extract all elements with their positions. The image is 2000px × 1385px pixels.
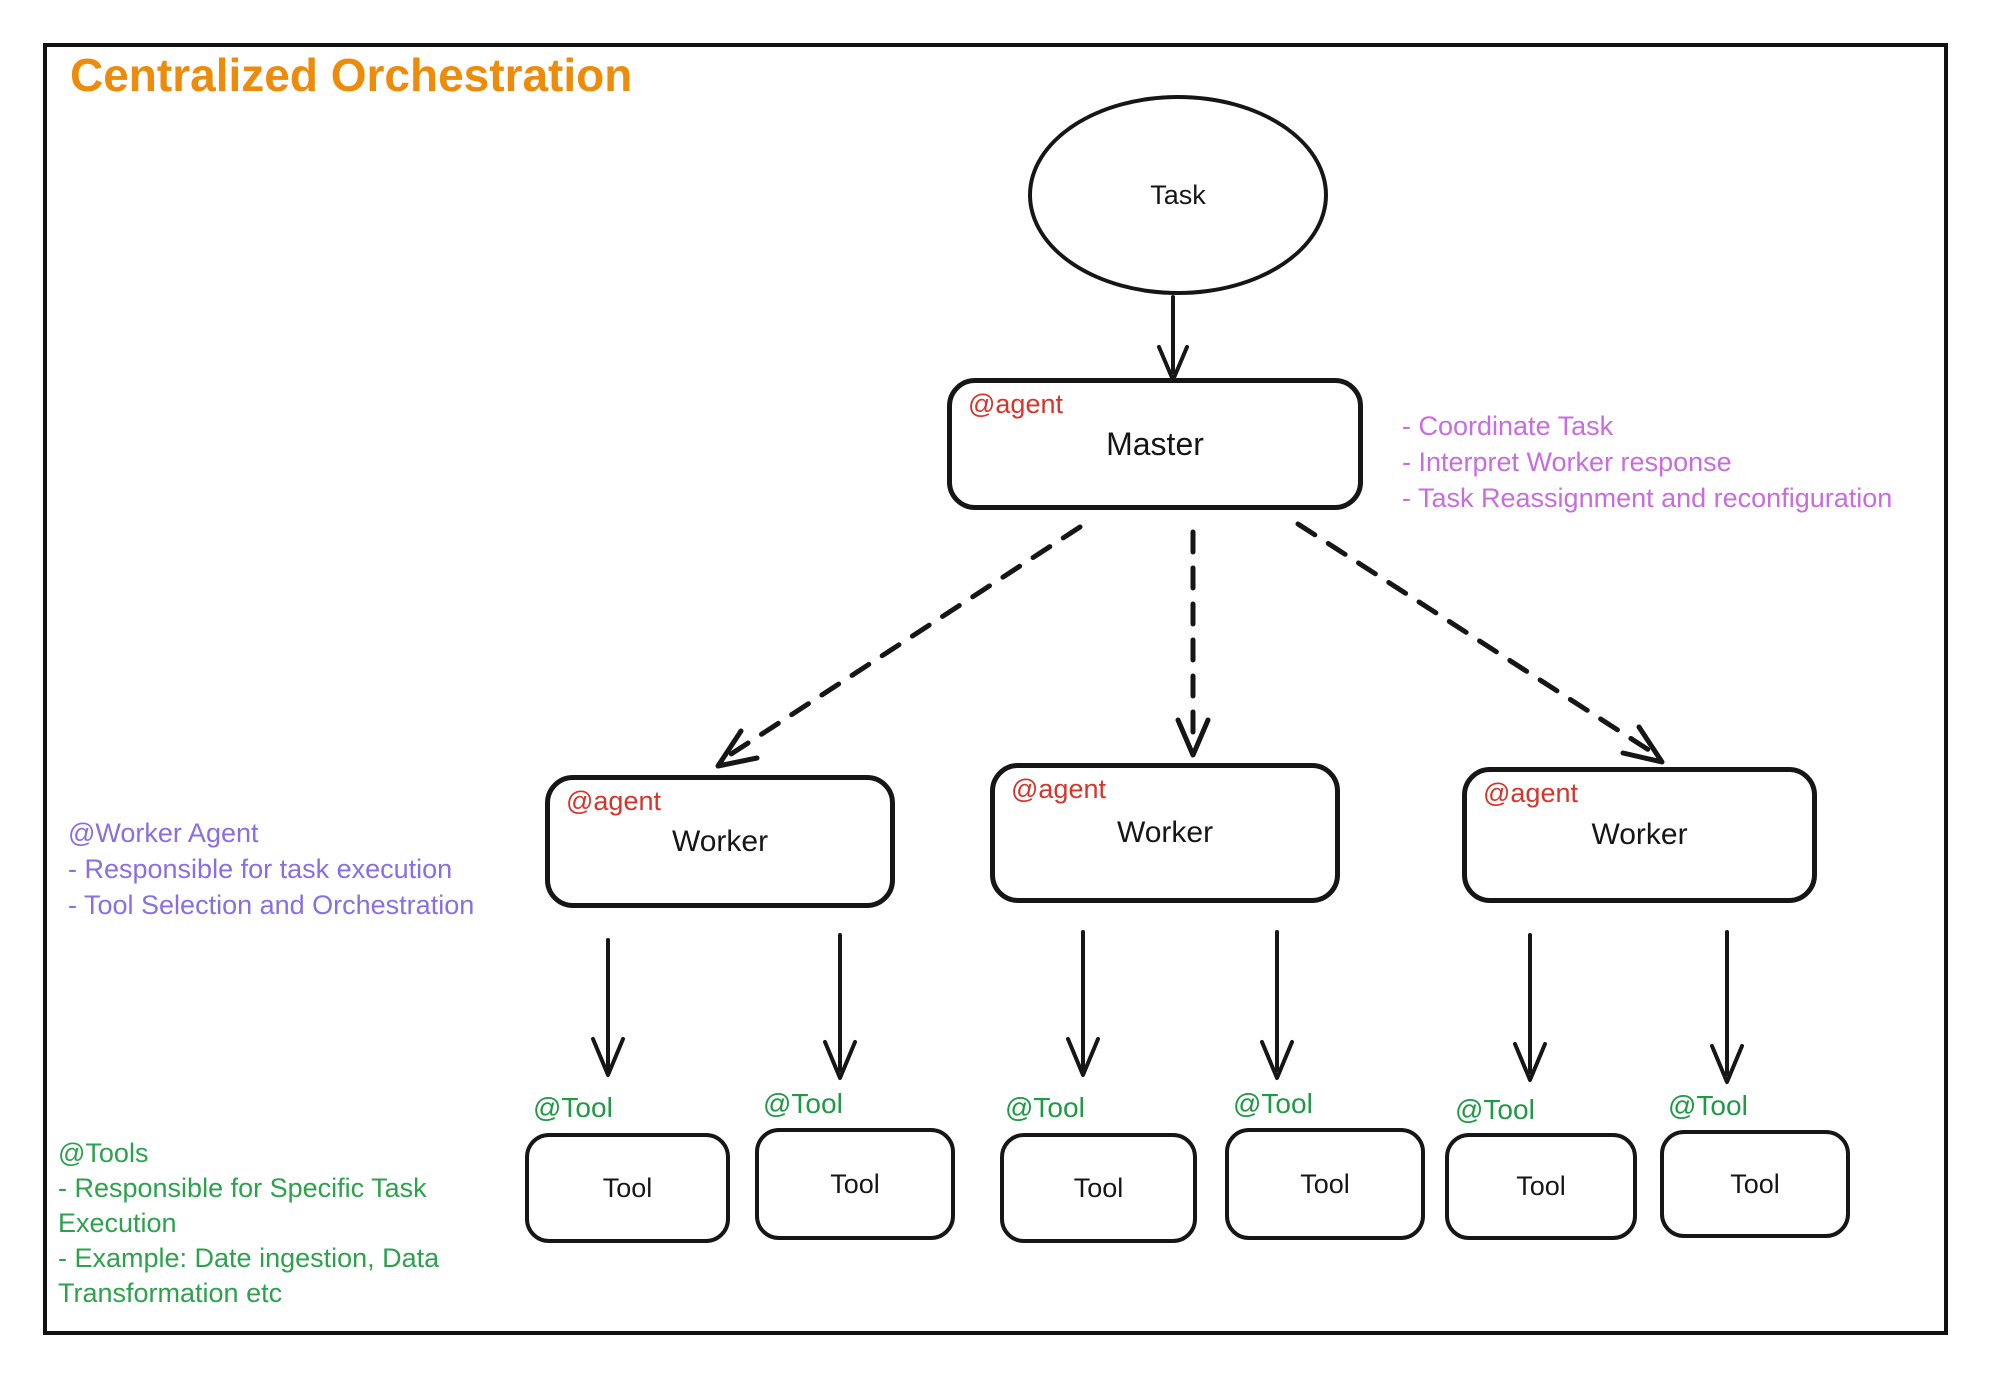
arrow-master-to-worker-3 bbox=[1295, 521, 1665, 765]
worker3-agent-tag: @agent bbox=[1483, 778, 1578, 808]
tool4-label: Tool bbox=[1300, 1168, 1350, 1199]
tools-note-line: - Example: Date ingestion, Data Transfor… bbox=[58, 1243, 447, 1308]
tool-node-1: Tool bbox=[525, 1133, 730, 1243]
worker-notes: @Worker Agent - Responsible for task exe… bbox=[68, 815, 558, 923]
tool-node-4: Tool bbox=[1225, 1128, 1425, 1240]
master-notes: - Coordinate Task - Interpret Worker res… bbox=[1402, 408, 1947, 516]
worker3-node-label: Worker bbox=[1591, 818, 1688, 851]
master-agent-tag: @agent bbox=[968, 389, 1063, 419]
worker2-node-label: Worker bbox=[1116, 816, 1214, 849]
tool6-label: Tool bbox=[1730, 1168, 1780, 1199]
arrow-worker1-to-tool1 bbox=[591, 938, 625, 1077]
arrow-task-to-master bbox=[1157, 295, 1189, 382]
arrow-worker2-to-tool4 bbox=[1260, 930, 1294, 1080]
worker-node-1: @agent Worker bbox=[545, 775, 895, 908]
master-note-line: - Task Reassignment and reconfiguration bbox=[1402, 483, 1893, 513]
tool-node-3: Tool bbox=[1000, 1133, 1197, 1243]
master-node: @agent Master bbox=[947, 378, 1363, 510]
outer-border bbox=[43, 43, 1948, 1335]
tool-node-2: Tool bbox=[755, 1128, 955, 1240]
master-note-line: - Coordinate Task bbox=[1402, 411, 1614, 441]
worker-node-3: @agent Worker bbox=[1462, 767, 1817, 903]
tool4-tag: @Tool bbox=[1233, 1088, 1313, 1119]
tool2-label: Tool bbox=[830, 1168, 880, 1199]
worker2-agent-tag: @agent bbox=[1011, 774, 1106, 804]
tool-node-6: Tool bbox=[1660, 1130, 1850, 1238]
tool6-tag: @Tool bbox=[1668, 1090, 1748, 1121]
diagram-title: Centralized Orchestration bbox=[70, 49, 633, 101]
worker-notes-heading: @Worker Agent bbox=[68, 818, 259, 848]
worker-note-line: - Responsible for task execution bbox=[68, 854, 453, 884]
tools-notes-heading: @Tools bbox=[58, 1138, 149, 1168]
tool3-label: Tool bbox=[1073, 1172, 1124, 1203]
arrow-worker3-to-tool5 bbox=[1513, 933, 1547, 1082]
master-note-line: - Interpret Worker response bbox=[1402, 447, 1732, 477]
tool5-label: Tool bbox=[1516, 1171, 1566, 1201]
task-node: Task bbox=[1028, 95, 1328, 295]
arrow-worker3-to-tool6 bbox=[1710, 930, 1744, 1084]
master-node-label: Master bbox=[1106, 425, 1204, 462]
arrow-worker2-to-tool3 bbox=[1066, 930, 1100, 1077]
task-node-label: Task bbox=[1150, 179, 1206, 210]
worker-note-line: - Tool Selection and Orchestration bbox=[68, 890, 475, 920]
tool1-label: Tool bbox=[602, 1172, 653, 1203]
tool1-tag: @Tool bbox=[533, 1092, 613, 1123]
tool3-tag: @Tool bbox=[1005, 1092, 1085, 1123]
tool-node-5: Tool bbox=[1445, 1133, 1637, 1240]
worker1-agent-tag: @agent bbox=[566, 786, 661, 816]
tools-note-line: - Responsible for Specific Task Executio… bbox=[58, 1173, 435, 1238]
tool2-tag: @Tool bbox=[763, 1088, 843, 1119]
arrow-master-to-worker-2 bbox=[1175, 529, 1211, 758]
tool5-tag: @Tool bbox=[1455, 1094, 1535, 1125]
arrow-master-to-worker-1 bbox=[715, 524, 1083, 769]
arrow-worker1-to-tool2 bbox=[823, 933, 857, 1080]
worker1-node-label: Worker bbox=[671, 824, 769, 858]
tools-notes: @Tools - Responsible for Specific Task E… bbox=[58, 1136, 498, 1311]
worker-node-2: @agent Worker bbox=[990, 763, 1340, 903]
